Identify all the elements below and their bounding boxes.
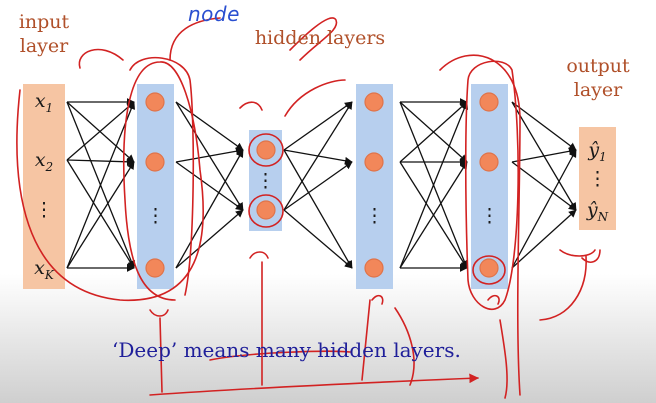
output-label-line1: output <box>566 55 630 77</box>
arrows-input-to-hidden1 <box>66 98 135 272</box>
arrows-hidden1-to-hidden2 <box>175 101 244 269</box>
hidden-layers-label: hidden layers <box>254 27 386 49</box>
neuron <box>479 152 499 172</box>
hiddenL-ellipsis: ⋮ <box>480 205 499 227</box>
input-label-line1: input <box>18 11 70 33</box>
neuron <box>145 152 165 172</box>
neuron <box>364 92 384 112</box>
arrows-hiddenL-to-output <box>511 101 577 269</box>
neuron <box>364 152 384 172</box>
hidden2-ellipsis: ⋮ <box>256 170 275 192</box>
neuron <box>256 140 276 160</box>
output-label-line2: layer <box>573 79 623 101</box>
red-ink-annotations <box>16 17 601 399</box>
neuron <box>364 258 384 278</box>
arrows-hidden3-to-hiddenL <box>399 98 468 272</box>
input-xK: xK <box>34 257 54 282</box>
input-label-line2: layer <box>19 35 69 57</box>
output-yN: ŷN <box>586 199 609 224</box>
hidden1-ellipsis: ⋮ <box>146 205 165 227</box>
hidden-layer-3-box <box>356 84 393 289</box>
handwritten-node-annotation: node <box>188 2 240 26</box>
neuron <box>479 258 499 278</box>
input-x2: x2 <box>34 149 54 174</box>
neuron <box>479 92 499 112</box>
neurons <box>145 92 499 278</box>
hidden-layer-L-box <box>471 84 508 289</box>
neuron <box>145 258 165 278</box>
hidden-layer-1-box <box>137 84 174 289</box>
input-layer-label: input layer <box>12 10 76 58</box>
output-y1: ŷ1 <box>588 139 607 164</box>
output-ellipsis: ⋮ <box>588 168 607 190</box>
output-layer-label: output layer <box>560 54 636 102</box>
hidden3-ellipsis: ⋮ <box>365 205 384 227</box>
input-x1: x1 <box>34 90 54 115</box>
input-layer-box <box>23 84 65 289</box>
neuron <box>145 92 165 112</box>
neuron <box>256 200 276 220</box>
caption-deep-means: ‘Deep’ means many hidden layers. <box>112 338 461 362</box>
input-ellipsis: ⋮ <box>34 199 54 221</box>
output-layer-box <box>579 127 616 230</box>
arrows-hidden2-to-hidden3 <box>283 101 353 269</box>
